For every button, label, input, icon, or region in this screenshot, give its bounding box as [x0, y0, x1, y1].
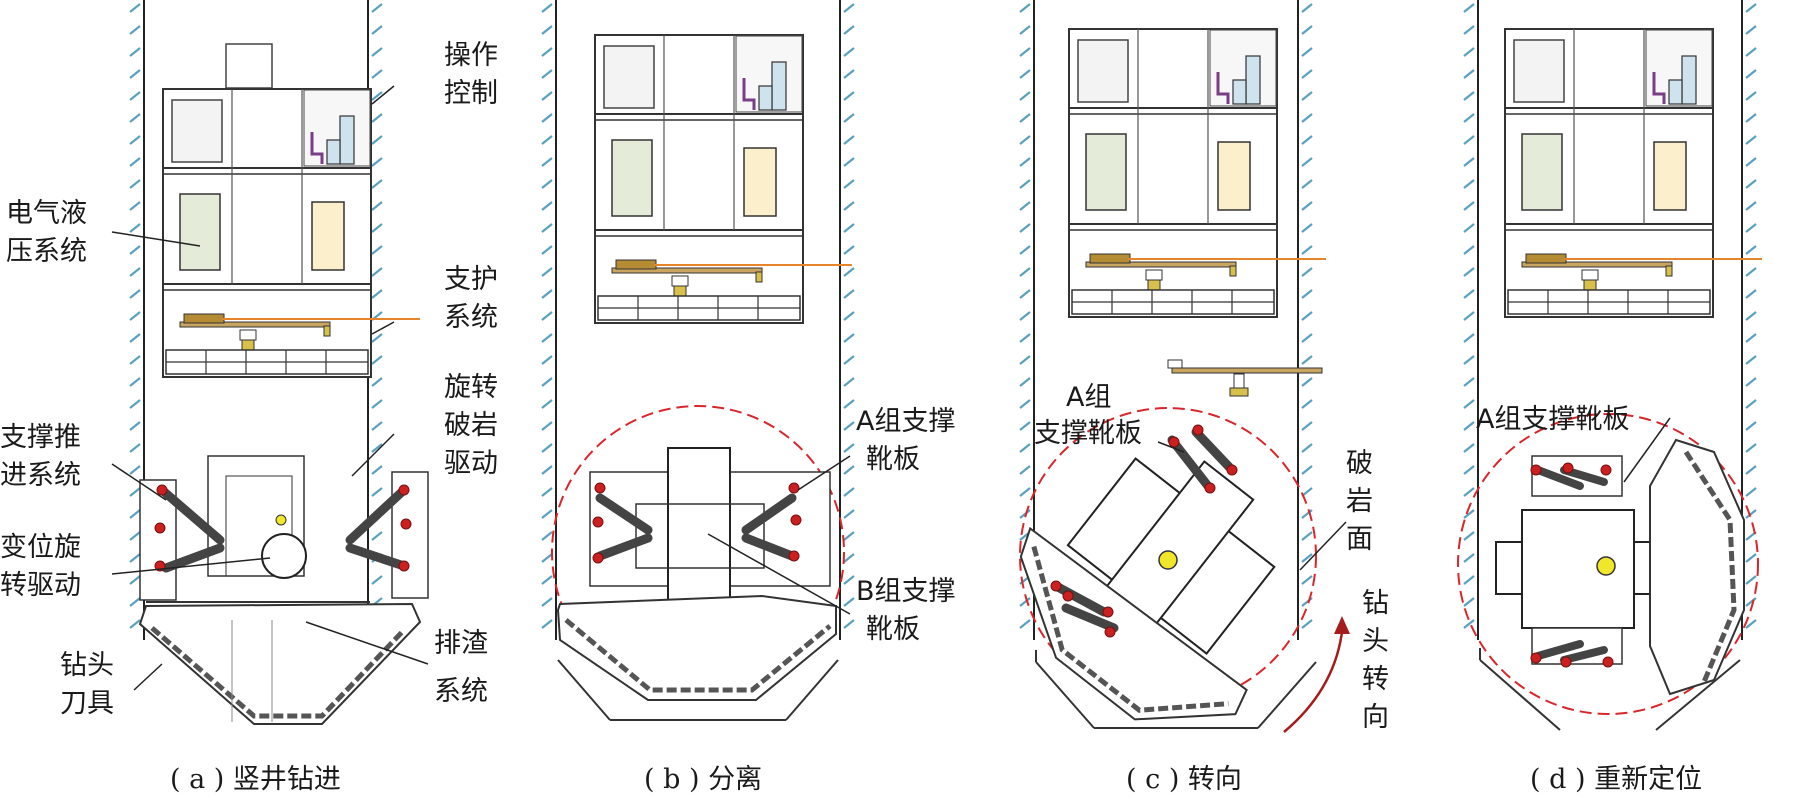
label-d-a-group: A组支撑靴板 [1476, 404, 1629, 435]
label-b-group-1: B组支撑 [856, 576, 956, 607]
panel-b [540, 0, 856, 721]
label-caozuo-1: 操作 [444, 40, 498, 71]
rotation-arrow [1283, 631, 1344, 733]
panel-d [1457, 0, 1764, 731]
label-zuantou-1: 钻头 [60, 650, 114, 681]
caption-a: ( a ) 竖井钻进 [170, 764, 341, 795]
panel-a [128, 0, 429, 725]
label-caozuo-2: 控制 [444, 78, 498, 109]
label-zhuanxiang-4: 向 [1362, 702, 1389, 733]
labels: 操作 控制 电气液 压系统 支护 系统 旋转 破岩 驱动 支撑推 进系统 变位旋… [0, 40, 1629, 733]
label-paizha-2: 系统 [434, 676, 488, 707]
label-poyan-3: 面 [1346, 524, 1373, 555]
label-c-a-group-1: A组 [1066, 382, 1111, 413]
label-xuanzhuan-2: 破岩 [444, 410, 498, 441]
label-dianqi-2: 压系统 [6, 236, 87, 267]
label-zhicheng-2: 进系统 [0, 460, 81, 491]
caption-c: ( c ) 转向 [1126, 764, 1242, 795]
leader-lines [111, 85, 1671, 691]
label-poyan-2: 岩 [1346, 486, 1373, 517]
label-zhuanxiang-1: 钻 [1362, 588, 1389, 619]
label-xuanzhuan-3: 驱动 [444, 448, 498, 479]
label-zhuanxiang-2: 头 [1362, 626, 1389, 657]
panel-c [1018, 0, 1350, 733]
label-b-group-2: 靴板 [866, 614, 920, 645]
label-zuantou-2: 刀具 [60, 688, 114, 719]
label-bianwei-2: 转驱动 [0, 570, 81, 601]
captions: ( a ) 竖井钻进 ( b ) 分离 ( c ) 转向 ( d ) 重新定位 [170, 764, 1702, 795]
label-dianqi-1: 电气液 [6, 198, 87, 229]
label-zhihu-2: 系统 [444, 302, 498, 333]
label-a-group-2: 靴板 [866, 444, 920, 475]
caption-d: ( d ) 重新定位 [1530, 764, 1702, 795]
label-paizha-1: 排渣 [434, 628, 488, 659]
label-poyan-1: 破 [1346, 448, 1373, 479]
label-xuanzhuan-1: 旋转 [444, 372, 498, 403]
label-zhuanxiang-3: 转 [1362, 664, 1389, 695]
label-zhihu-1: 支护 [444, 264, 498, 295]
label-a-group-1: A组支撑 [856, 406, 955, 437]
caption-b: ( b ) 分离 [644, 764, 762, 795]
label-c-a-group-2: 支撑靴板 [1034, 418, 1142, 449]
label-bianwei-1: 变位旋 [0, 532, 81, 563]
label-zhicheng-1: 支撑推 [0, 422, 81, 453]
